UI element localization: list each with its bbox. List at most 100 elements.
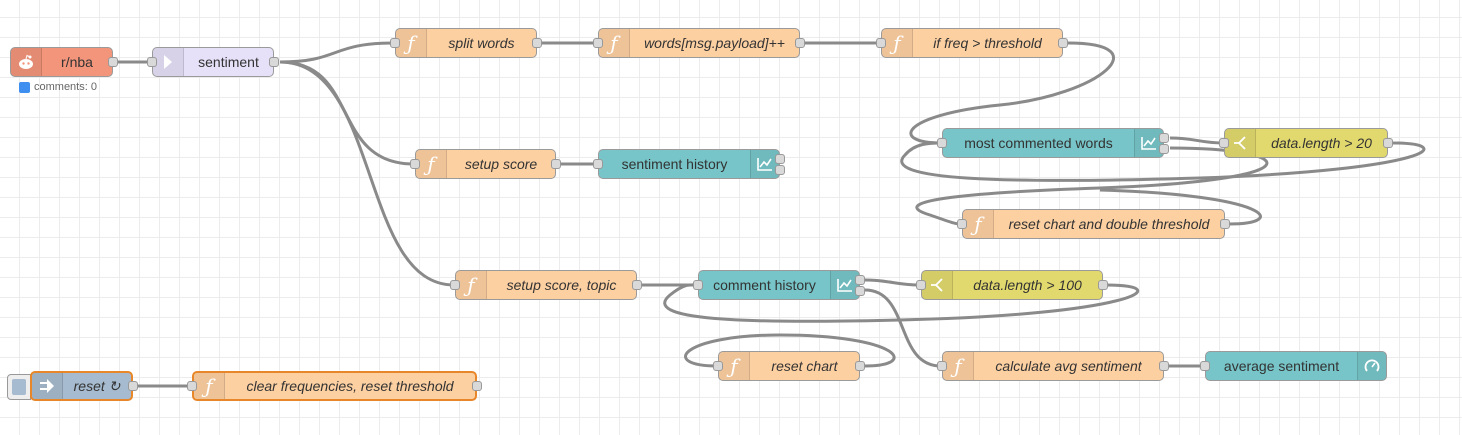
wire-most-switch20[interactable]	[1169, 136, 1224, 145]
sentiment-node[interactable]: sentiment	[147, 47, 279, 77]
reddit-node[interactable]: r/nba	[10, 47, 118, 77]
output-port-1[interactable]	[1159, 133, 1169, 143]
inject-button-icon	[12, 379, 26, 395]
wire-switch20-loop[interactable]	[900, 141, 1426, 182]
calculate-avg-sentiment-node[interactable]: ƒ calculate avg sentiment	[937, 351, 1169, 381]
input-port[interactable]	[1200, 361, 1210, 371]
input-port[interactable]	[450, 280, 460, 290]
input-port[interactable]	[713, 361, 723, 371]
node-label: average sentiment	[1223, 358, 1340, 374]
output-port[interactable]	[855, 361, 865, 371]
output-port[interactable]	[795, 38, 805, 48]
words-count-node[interactable]: ƒ words[msg.payload]++	[593, 28, 805, 58]
input-port[interactable]	[693, 280, 703, 290]
function-icon: ƒ	[396, 29, 427, 57]
output-port[interactable]	[269, 57, 279, 67]
output-port[interactable]	[472, 381, 482, 391]
node-label: reset chart and double threshold	[1008, 216, 1210, 232]
output-port-2[interactable]	[1159, 144, 1169, 154]
setup-score-node[interactable]: ƒ setup score	[410, 149, 561, 179]
node-label: comment history	[713, 277, 816, 293]
setup-score-topic-node[interactable]: ƒ setup score, topic	[450, 270, 642, 300]
output-port-2[interactable]	[855, 286, 865, 296]
split-words-node[interactable]: ƒ split words	[390, 28, 542, 58]
wire-most-reset[interactable]	[915, 146, 1269, 226]
reset-inject-node[interactable]: reset ↻	[30, 371, 138, 401]
chart-icon	[1134, 129, 1163, 157]
node-status: comments: 0	[19, 81, 97, 93]
input-port[interactable]	[937, 138, 947, 148]
wire-comment-switch100[interactable]	[864, 278, 921, 287]
inject-button[interactable]	[7, 374, 31, 400]
wire-iffreq-most[interactable]	[909, 41, 1115, 145]
output-port[interactable]	[128, 381, 138, 391]
input-port[interactable]	[593, 159, 603, 169]
output-port[interactable]	[1058, 38, 1068, 48]
wire-sentiment-split[interactable]	[279, 41, 395, 64]
function-icon: ƒ	[963, 210, 994, 238]
data-length-20-switch-node[interactable]: data.length > 20	[1219, 128, 1393, 158]
switch-icon	[1225, 129, 1256, 157]
function-icon: ƒ	[416, 150, 447, 178]
sentiment-history-node[interactable]: sentiment history	[593, 149, 785, 179]
wire-comment-calc[interactable]	[864, 288, 942, 368]
node-label: sentiment	[198, 54, 259, 70]
wire-resetchart-loop[interactable]	[684, 333, 896, 368]
input-port[interactable]	[1219, 138, 1229, 148]
function-icon: ƒ	[719, 352, 750, 380]
node-label: r/nba	[61, 54, 93, 70]
output-port[interactable]	[1159, 361, 1169, 371]
node-label: clear frequencies, reset threshold	[246, 378, 454, 394]
node-label: data.length > 20	[1271, 135, 1372, 151]
clear-frequencies-node[interactable]: ƒ clear frequencies, reset threshold	[187, 371, 482, 401]
input-port[interactable]	[187, 381, 197, 391]
wire-sentiment-setup-topic[interactable]	[279, 60, 455, 287]
node-label: sentiment history	[621, 156, 728, 172]
wire-reset-back[interactable]	[1099, 188, 1262, 226]
output-port[interactable]	[532, 38, 542, 48]
if-freq-node[interactable]: ƒ if freq > threshold	[876, 28, 1068, 58]
output-port[interactable]	[1383, 138, 1393, 148]
reset-chart-double-threshold-node[interactable]: ƒ reset chart and double threshold	[957, 209, 1230, 239]
output-port-1[interactable]	[775, 154, 785, 164]
node-label: words[msg.payload]++	[644, 35, 785, 51]
comment-history-node[interactable]: comment history	[693, 270, 865, 300]
chart-icon	[750, 150, 779, 178]
input-port[interactable]	[593, 38, 603, 48]
output-port[interactable]	[1098, 280, 1108, 290]
node-label: reset chart	[771, 358, 838, 374]
wire-switch100-resetchart[interactable]	[663, 283, 1140, 323]
input-port[interactable]	[390, 38, 400, 48]
status-text: comments: 0	[34, 81, 97, 93]
input-port[interactable]	[937, 361, 947, 371]
output-port-1[interactable]	[855, 275, 865, 285]
chart-icon	[830, 271, 859, 299]
input-port[interactable]	[147, 57, 157, 67]
reset-chart-node[interactable]: ƒ reset chart	[713, 351, 865, 381]
node-label: reset ↻	[73, 377, 121, 394]
function-icon: ƒ	[943, 352, 974, 380]
input-port[interactable]	[916, 280, 926, 290]
output-port[interactable]	[551, 159, 561, 169]
output-port[interactable]	[108, 57, 118, 67]
input-port[interactable]	[410, 159, 420, 169]
output-port[interactable]	[1220, 219, 1230, 229]
node-label: calculate avg sentiment	[995, 358, 1142, 374]
node-label: setup score, topic	[506, 277, 617, 293]
output-port-2[interactable]	[775, 165, 785, 175]
average-sentiment-node[interactable]: average sentiment	[1200, 351, 1387, 381]
function-icon: ƒ	[456, 271, 487, 299]
output-port[interactable]	[632, 280, 642, 290]
function-icon: ƒ	[599, 29, 630, 57]
most-commented-words-node[interactable]: most commented words	[937, 128, 1169, 158]
input-port[interactable]	[876, 38, 886, 48]
switch-icon	[922, 271, 953, 299]
input-port[interactable]	[957, 219, 967, 229]
sentiment-arrow-icon	[153, 48, 184, 76]
node-label: setup score	[464, 156, 538, 172]
gauge-icon	[1357, 352, 1386, 380]
function-icon: ƒ	[882, 29, 913, 57]
node-label: data.length > 100	[973, 277, 1082, 293]
data-length-100-switch-node[interactable]: data.length > 100	[916, 270, 1108, 300]
